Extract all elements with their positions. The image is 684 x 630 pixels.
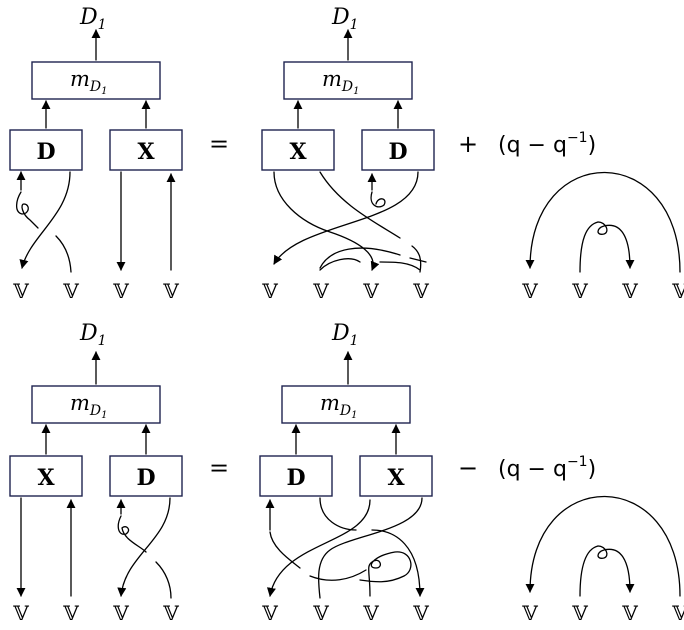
svg-text:−: − [458,454,478,482]
output-label: D1 [79,5,107,33]
row1-lhs: D1 mD1 D X 𝕍 𝕍 𝕍 𝕍 [9,5,183,303]
svg-text:𝕍: 𝕍 [312,279,329,303]
row2-lhs: D1 mD1 X D 𝕍 𝕍 𝕍 𝕍 [9,321,183,625]
box-X [109,129,183,171]
box-D-label: D [36,139,55,165]
svg-text:𝕍: 𝕍 [671,601,684,625]
svg-text:𝕍: 𝕍 [261,601,278,625]
svg-text:𝕍: 𝕍 [671,279,684,303]
row2-correction-term: − (q − q−1) 𝕍 𝕍 𝕍 𝕍 [458,454,684,625]
svg-text:D1: D1 [331,321,359,349]
svg-text:𝕍: 𝕍 [112,279,129,303]
svg-text:𝕍: 𝕍 [362,601,379,625]
svg-text:𝕍: 𝕍 [312,601,329,625]
svg-text:mD1: mD1 [322,67,360,97]
svg-text:(q − q−1): (q − q−1) [498,454,596,482]
svg-text:𝕍: 𝕍 [621,601,638,625]
svg-text:=: = [209,454,229,482]
svg-text:𝕍: 𝕍 [621,279,638,303]
svg-text:𝕍: 𝕍 [112,601,129,625]
svg-text:X: X [387,465,405,491]
svg-text:mD1: mD1 [320,391,358,421]
svg-text:𝕍: 𝕍 [521,279,538,303]
svg-text:𝕍: 𝕍 [62,279,79,303]
svg-text:𝕍: 𝕍 [521,601,538,625]
svg-text:𝕍: 𝕍 [261,279,278,303]
svg-text:X: X [289,139,307,165]
svg-text:𝕍: 𝕍 [12,601,29,625]
mult-label: mD1 [70,67,108,97]
svg-text:D1: D1 [331,5,359,33]
row1-lhs-V-labels: 𝕍 𝕍 𝕍 𝕍 [12,279,179,303]
svg-text:𝕍: 𝕍 [412,601,429,625]
row1-correction-term: + (q − q−1) 𝕍 𝕍 𝕍 𝕍 [458,130,684,303]
box-X-label: X [137,139,155,165]
svg-text:mD1: mD1 [70,391,108,421]
svg-text:+: + [458,130,478,158]
box-D [9,129,83,171]
svg-text:𝕍: 𝕍 [571,279,588,303]
svg-text:𝕍: 𝕍 [362,279,379,303]
svg-text:𝕍: 𝕍 [571,601,588,625]
svg-text:𝕍: 𝕍 [162,279,179,303]
svg-text:(q − q−1): (q − q−1) [498,130,596,158]
svg-text:D: D [286,465,305,491]
multiplication-box [31,61,161,100]
svg-text:𝕍: 𝕍 [12,279,29,303]
svg-text:D: D [388,139,407,165]
svg-text:𝕍: 𝕍 [162,601,179,625]
row2-rhs: D1 mD1 D X 𝕍 𝕍 𝕍 𝕍 [259,321,433,625]
svg-text:X: X [37,465,55,491]
svg-text:𝕍: 𝕍 [412,279,429,303]
svg-text:𝕍: 𝕍 [62,601,79,625]
svg-text:D: D [136,465,155,491]
equals-sign: = [209,130,229,158]
row1-rhs: D1 mD1 X D 𝕍 𝕍 𝕍 𝕍 [261,5,435,303]
svg-text:D1: D1 [79,321,107,349]
